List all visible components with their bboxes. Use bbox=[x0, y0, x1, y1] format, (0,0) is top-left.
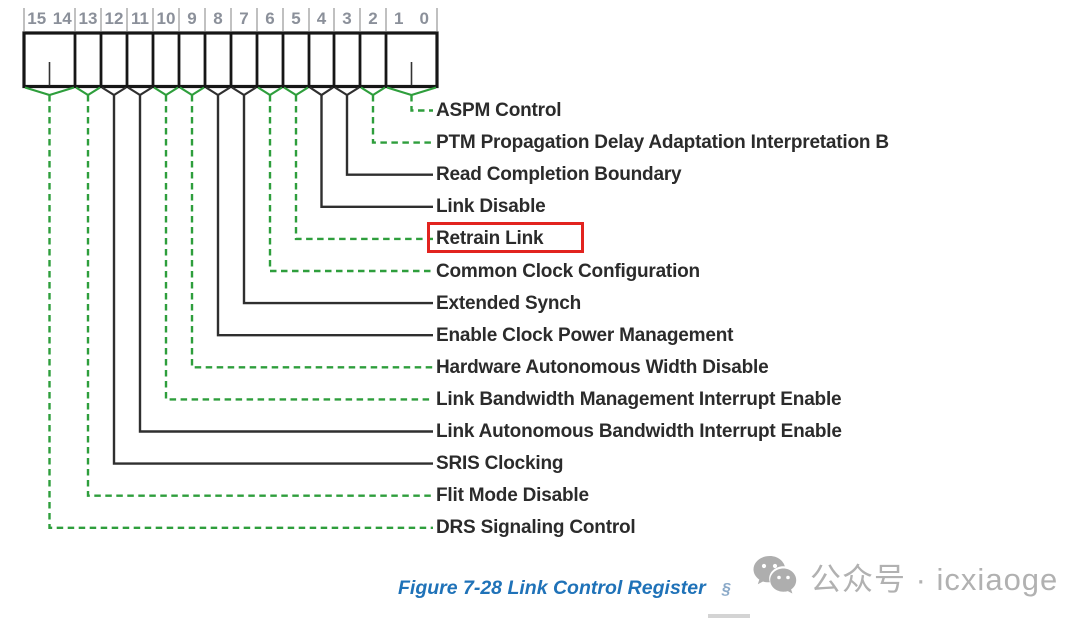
wechat-icon bbox=[753, 556, 797, 594]
bit-number: 9 bbox=[187, 9, 197, 28]
bit-number: 0 bbox=[419, 9, 429, 28]
bit-number: 8 bbox=[213, 9, 223, 28]
field-label-aspm-control: ASPM Control bbox=[436, 100, 562, 121]
bit-number: 10 bbox=[156, 9, 176, 28]
bit-number: 1 bbox=[394, 9, 404, 28]
field-label-link-disable: Link Disable bbox=[436, 196, 546, 218]
retrain-link-highlight-box bbox=[427, 221, 584, 253]
field-label-extended-synch: Extended Synch bbox=[436, 292, 582, 314]
bit-number: 14 bbox=[52, 9, 72, 28]
bit-number: 5 bbox=[291, 9, 301, 28]
bit-number: 7 bbox=[239, 9, 249, 28]
field-label-retrain-link: Retrain Link bbox=[436, 228, 544, 250]
field-label-enable-clock-power-management: Enable Clock Power Management bbox=[436, 324, 734, 346]
bit-number: 6 bbox=[265, 9, 275, 28]
field-label-drs-signaling-control: DRS Signaling Control bbox=[436, 517, 636, 539]
watermark: 公众号 · icxiaoge bbox=[752, 553, 1058, 599]
watermark-text: 公众号 · icxiaoge bbox=[810, 561, 1059, 597]
field-label-hardware-autonomous-width-disable: Hardware Autonomous Width Disable bbox=[436, 356, 769, 378]
bit-number: 13 bbox=[78, 9, 98, 28]
field-label-link-bandwidth-mgmt-interrupt-enable: Link Bandwidth Management Interrupt Enab… bbox=[436, 388, 842, 410]
bit-number: 15 bbox=[27, 9, 47, 28]
bit-number: 11 bbox=[131, 9, 149, 28]
field-label-sris-clocking: SRIS Clocking bbox=[436, 453, 564, 475]
figure-caption-text: Figure 7-28 Link Control Register bbox=[398, 577, 706, 599]
caption-underline bbox=[708, 614, 750, 618]
bit-number: 2 bbox=[368, 9, 378, 28]
bit-number: 4 bbox=[316, 9, 327, 28]
field-label-read-completion-boundary: Read Completion Boundary bbox=[436, 164, 682, 186]
figure-caption: Figure 7-28 Link Control Register § bbox=[398, 577, 731, 600]
field-label-common-clock-configuration: Common Clock Configuration bbox=[436, 260, 700, 282]
section-mark: § bbox=[721, 581, 731, 598]
field-label-link-autonomous-bandwidth-interrupt-enable: Link Autonomous Bandwidth Interrupt Enab… bbox=[436, 421, 842, 442]
bit-number: 12 bbox=[104, 9, 124, 28]
bit-number: 3 bbox=[342, 9, 352, 28]
field-label-ptm-propagation-delay: PTM Propagation Delay Adaptation Interpr… bbox=[436, 132, 889, 154]
field-label-flit-mode-disable: Flit Mode Disable bbox=[436, 485, 589, 507]
